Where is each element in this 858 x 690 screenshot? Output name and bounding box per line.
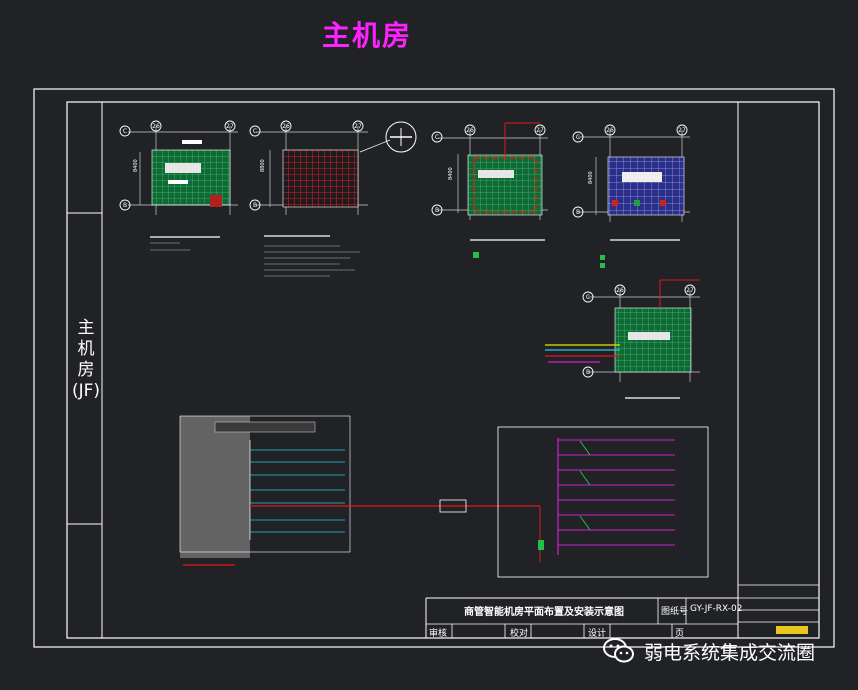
grid-label: 27 — [536, 127, 544, 134]
grid-label: 26 — [616, 287, 624, 294]
watermark-text: 弱电系统集成交流圈 — [644, 641, 816, 664]
floor-plan-1 — [128, 126, 238, 251]
bottom-title-block — [425, 597, 738, 638]
grid-label: 27 — [678, 127, 686, 134]
grid-label: 26 — [282, 123, 290, 130]
wechat-icon — [603, 638, 634, 663]
grid-label: C — [253, 128, 257, 135]
grid-label: C — [586, 294, 590, 301]
title-block-row-label: 校对 — [510, 629, 529, 639]
network-schematic-right — [497, 426, 709, 578]
link-device — [439, 499, 467, 513]
dimension-label: 8400 — [133, 159, 139, 172]
side-label-char: (JF) — [71, 381, 101, 401]
title-block-row-label: 审核 — [429, 629, 448, 639]
network-schematic-left — [179, 415, 351, 566]
floor-plan-3 — [438, 122, 548, 258]
grid-label: B — [435, 207, 439, 214]
title-block-row-label: 设计 — [588, 629, 607, 639]
grid-label: B — [576, 209, 580, 216]
grid-label: 26 — [466, 127, 474, 134]
dimension-label: 8800 — [260, 159, 266, 172]
grid-label: 27 — [226, 123, 234, 130]
drawing-no: GY-JF-RX-02 — [690, 604, 743, 614]
floor-plan-5 — [545, 279, 700, 399]
inner-frame — [66, 101, 820, 639]
page-title: 主机房 — [322, 19, 413, 52]
side-label: 主 机 房 (JF) — [70, 318, 102, 402]
side-label-char: 主 — [77, 318, 95, 338]
side-label-char: 房 — [77, 360, 95, 380]
side-label-char: 机 — [77, 339, 95, 359]
grid-label: 27 — [686, 287, 694, 294]
grid-label: 27 — [354, 123, 362, 130]
outer-frame — [33, 88, 835, 648]
floor-plan-2 — [256, 121, 417, 277]
grid-label: 26 — [152, 123, 160, 130]
grid-label: C — [576, 134, 580, 141]
drawing-title: 商管智能机房平面布置及安装示意图 — [464, 607, 624, 618]
watermark: 弱电系统集成交流圈 — [602, 636, 815, 666]
dimension-label: 8400 — [588, 171, 594, 184]
dimension-label: 8400 — [448, 167, 454, 180]
drawing-no-label: 图纸号 — [661, 607, 689, 617]
grid-label: B — [586, 369, 590, 376]
grid-bubbles — [119, 120, 696, 378]
grid-label: B — [123, 202, 127, 209]
grid-label: C — [123, 128, 127, 135]
grid-label: C — [435, 134, 439, 141]
grid-label: B — [253, 202, 257, 209]
title-block-row-label: 页 — [675, 629, 685, 639]
grid-label: 26 — [606, 127, 614, 134]
floor-plan-4 — [578, 130, 690, 268]
